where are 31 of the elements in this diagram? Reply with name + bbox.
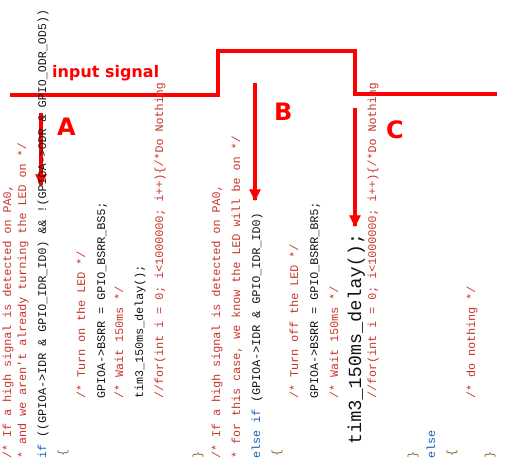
- code-comment: /* Wait 150ms */: [328, 286, 342, 398]
- code-brace: {: [445, 448, 459, 456]
- code-brace: {: [56, 448, 70, 456]
- point-letter: C: [386, 116, 404, 144]
- code-line: else if (GPIOA->IDR & GPIO_IDR_ID0): [250, 212, 264, 458]
- code-comment: /* Turn on the LED */: [75, 250, 89, 398]
- code-comment: //for(int i = 0; i<1000000; i++){/*Do Nothing: [153, 82, 167, 398]
- code-line: GPIOA->BSRR = GPIO_BSRR_BS5;: [95, 202, 109, 398]
- arrow: [249, 83, 261, 202]
- code-comment: * and we aren't already turning the LED on */: [16, 142, 30, 458]
- code-brace: }: [406, 450, 420, 458]
- code-comment: //for(int i = 0; i<1000000; i++){/*Do Nothing: [366, 82, 380, 398]
- code-line: if ((GPIOA->IDR & GPIO_IDR_ID0) && !(GPIOA->ODR & GPIO_ODR_OD5)): [36, 9, 50, 458]
- point-letter: A: [57, 113, 76, 141]
- code-line: GPIOA->BSRR = GPIO_BSRR_BR5;: [308, 202, 322, 398]
- signal-label: input signal: [52, 62, 160, 81]
- code-comment: /* If a high signal is detected on PA0,: [1, 184, 15, 458]
- code-line: tim3_150ms_delay();: [346, 233, 368, 444]
- point-letter: B: [274, 98, 292, 126]
- arrow: [349, 108, 361, 228]
- code-line: tim3_150ms_delay();: [133, 264, 147, 398]
- code-brace: }: [191, 450, 205, 458]
- code-keyword: else: [425, 430, 439, 458]
- code-comment: /* do nothing */: [465, 286, 479, 398]
- code-brace: {: [270, 448, 284, 456]
- code-comment: * for this case, we know the LED will be on */: [230, 135, 244, 458]
- code-brace: }: [483, 450, 497, 458]
- code-comment: /* Wait 150ms */: [113, 286, 127, 398]
- code-comment: /* Turn off the LED */: [288, 244, 302, 398]
- arrow: [35, 113, 47, 186]
- code-comment: /* If a high signal is detected on PA0,: [210, 184, 224, 458]
